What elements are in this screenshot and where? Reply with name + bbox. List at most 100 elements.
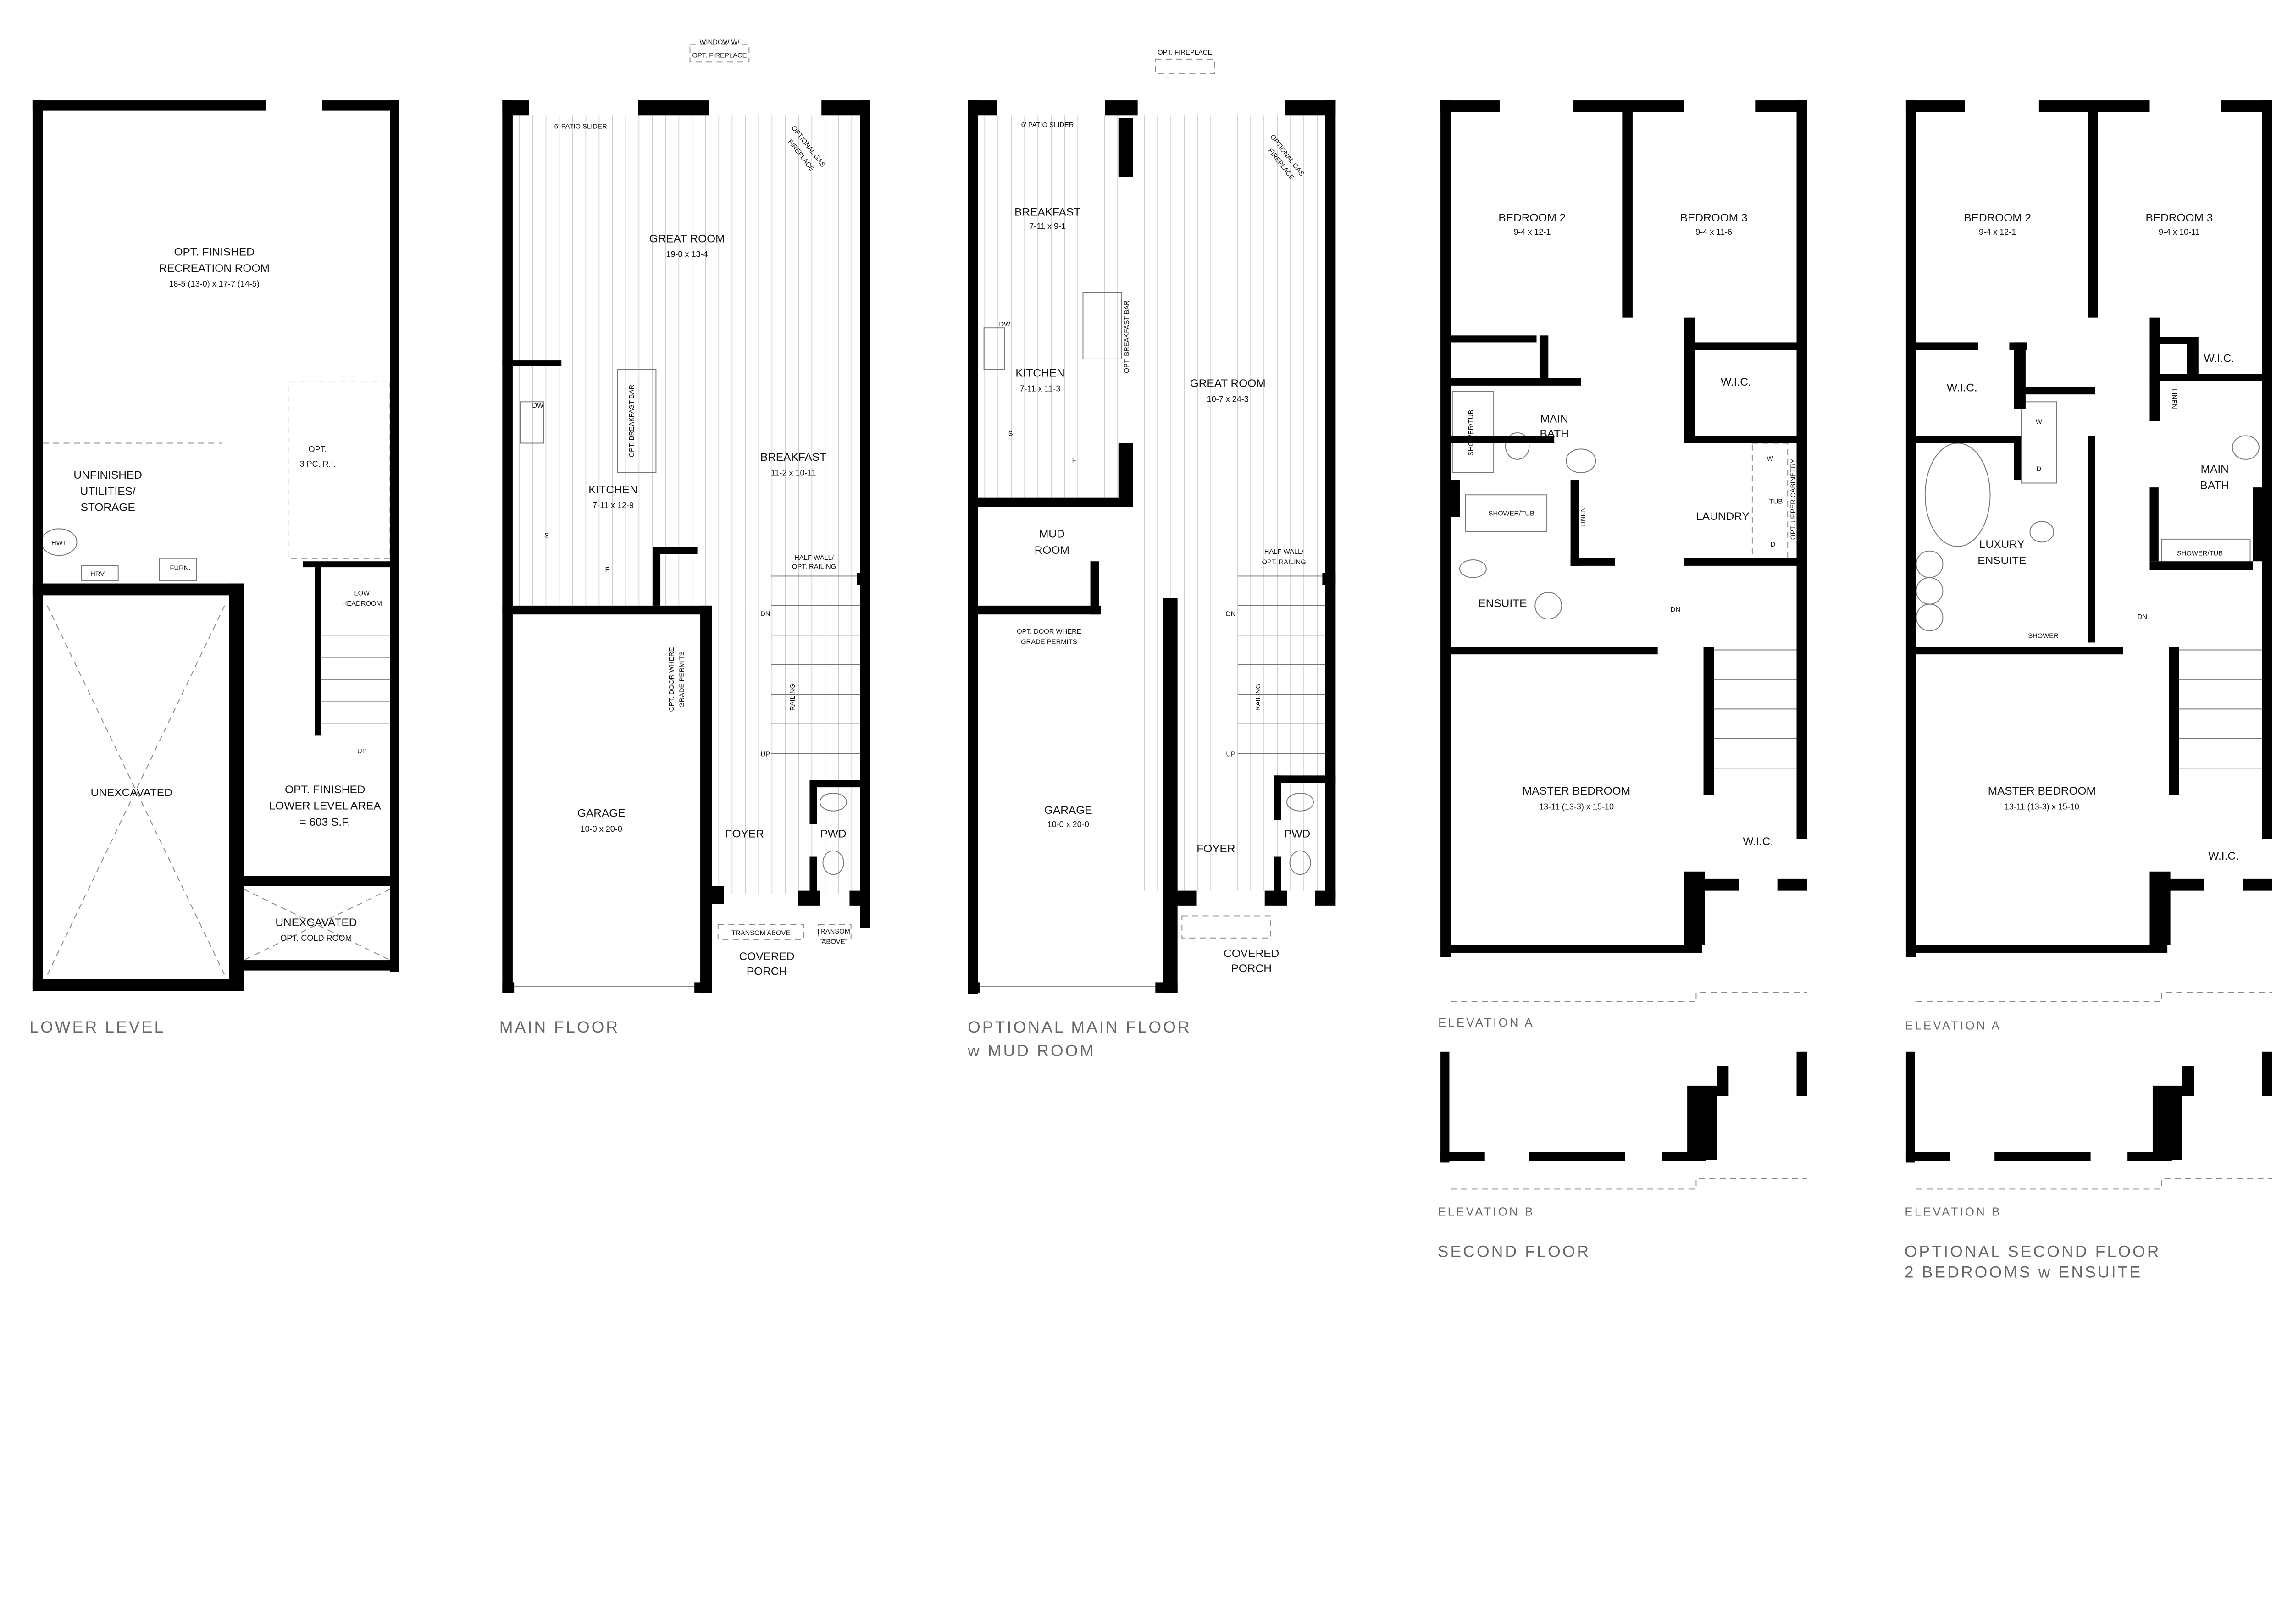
plan-title: MAIN FLOOR <box>499 1018 620 1036</box>
room-label: DN <box>2138 613 2147 621</box>
wall <box>1163 598 1178 993</box>
wall <box>706 886 724 904</box>
room-label: LINEN <box>2170 389 2177 409</box>
room-label: TRANSOM <box>816 928 850 935</box>
room-label: ENSUITE <box>1977 555 2026 567</box>
room-label: HWT <box>51 540 67 547</box>
wall <box>1570 480 1579 566</box>
wall <box>968 100 978 994</box>
wall <box>2014 436 2022 481</box>
wall <box>1440 1051 1450 1163</box>
wall <box>2253 487 2262 562</box>
room-label: GREAT ROOM <box>1190 377 1266 390</box>
room-label: ELEVATION B <box>1905 1205 2001 1218</box>
wall <box>1155 982 1178 993</box>
room-label: HEADROOM <box>342 600 382 608</box>
wall <box>390 100 399 972</box>
wall <box>1687 1085 1717 1160</box>
wall <box>229 583 244 991</box>
wall <box>1118 443 1133 505</box>
wall <box>1451 647 1658 655</box>
wall <box>700 605 712 993</box>
wall <box>2262 100 2272 839</box>
room-label: 13-11 (13-3) x 15-10 <box>2005 802 2079 811</box>
wall <box>1274 856 1281 901</box>
wall <box>32 100 43 991</box>
room-label: OPT. FIREPLACE <box>692 52 747 60</box>
room-label: GRADE PERMITS <box>1021 639 1077 646</box>
wall <box>1796 100 1807 839</box>
wall <box>1916 342 1978 350</box>
room-label: OPT. FINISHED <box>285 784 365 796</box>
room-label: W.I.C. <box>2208 850 2239 862</box>
room-label: OPT. DOOR WHERE <box>1017 628 1081 635</box>
room-label: LUXURY <box>1979 538 2025 551</box>
wall <box>502 605 712 615</box>
room-label: BREAKFAST <box>760 451 826 464</box>
wall <box>2038 100 2150 112</box>
room-label: LAUNDRY <box>1696 510 1749 523</box>
room-label: PORCH <box>1231 962 1272 975</box>
room-label: OPT. COLD ROOM <box>280 934 352 943</box>
wall <box>849 890 869 906</box>
wall <box>32 979 244 991</box>
wall <box>1570 558 1615 566</box>
room-label: W <box>2036 419 2042 426</box>
room-label: D <box>2037 466 2042 473</box>
wall <box>694 982 712 993</box>
wall <box>857 573 870 585</box>
wall <box>2262 1051 2272 1096</box>
room-label: UTILITIES/ <box>80 485 136 497</box>
room-label: COVERED <box>739 950 795 963</box>
room-label: ROOM <box>1035 544 1069 557</box>
room-label: MUD <box>1039 528 1065 541</box>
wall <box>2149 374 2262 381</box>
wall <box>2149 871 2171 945</box>
room-label: WINDOW W/ <box>699 39 740 46</box>
room-label: RAILING <box>1255 684 1262 711</box>
wall <box>2149 337 2194 344</box>
room-label: 10-0 x 20-0 <box>1047 820 1089 829</box>
room-label: COVERED <box>1224 948 1279 960</box>
room-label: UP <box>357 748 367 755</box>
room-label: D <box>1771 541 1776 548</box>
room-label: 9-4 x 12-1 <box>1513 227 1551 237</box>
room-label: F <box>605 566 609 574</box>
wall <box>809 780 817 824</box>
wall <box>2149 317 2160 421</box>
room-label: STORAGE <box>81 502 135 514</box>
wall <box>809 780 869 788</box>
room-label: GREAT ROOM <box>649 232 725 245</box>
wall <box>1684 342 1807 350</box>
room-label: 9-4 x 10-11 <box>2159 227 2200 237</box>
wall <box>1539 335 1549 380</box>
room-label: S <box>544 532 549 540</box>
room-label: UNEXCAVATED <box>275 917 357 929</box>
plan-subtitle: w MUD ROOM <box>967 1041 1095 1060</box>
room-label: UP <box>1226 751 1235 758</box>
room-label: BEDROOM 2 <box>1964 212 2031 224</box>
wall <box>1905 1051 1915 1163</box>
wall <box>2088 436 2095 643</box>
room-label: RAILING <box>789 684 797 711</box>
room-label: 13-11 (13-3) x 15-10 <box>1539 802 1614 811</box>
room-label: 10-7 x 24-3 <box>1207 394 1249 403</box>
wall <box>2014 387 2095 395</box>
wall <box>1440 1152 1485 1161</box>
wall <box>2149 487 2159 562</box>
wall <box>2182 1066 2194 1096</box>
room-label: ELEVATION A <box>1438 1016 1534 1029</box>
room-label: MASTER BEDROOM <box>1988 785 2096 797</box>
room-label: FOYER <box>726 828 764 840</box>
wall <box>859 100 870 928</box>
wall <box>1684 558 1807 566</box>
room-label: OPT. FINISHED <box>174 246 254 258</box>
plan-title: OPTIONAL MAIN FLOOR <box>968 1018 1191 1036</box>
room-label: LOWER LEVEL AREA <box>269 800 382 812</box>
room-label: BATH <box>1540 428 1568 440</box>
room-label: TUB <box>1769 498 1783 506</box>
wall <box>2169 647 2179 795</box>
wall <box>303 561 399 568</box>
wall <box>1451 480 1460 517</box>
